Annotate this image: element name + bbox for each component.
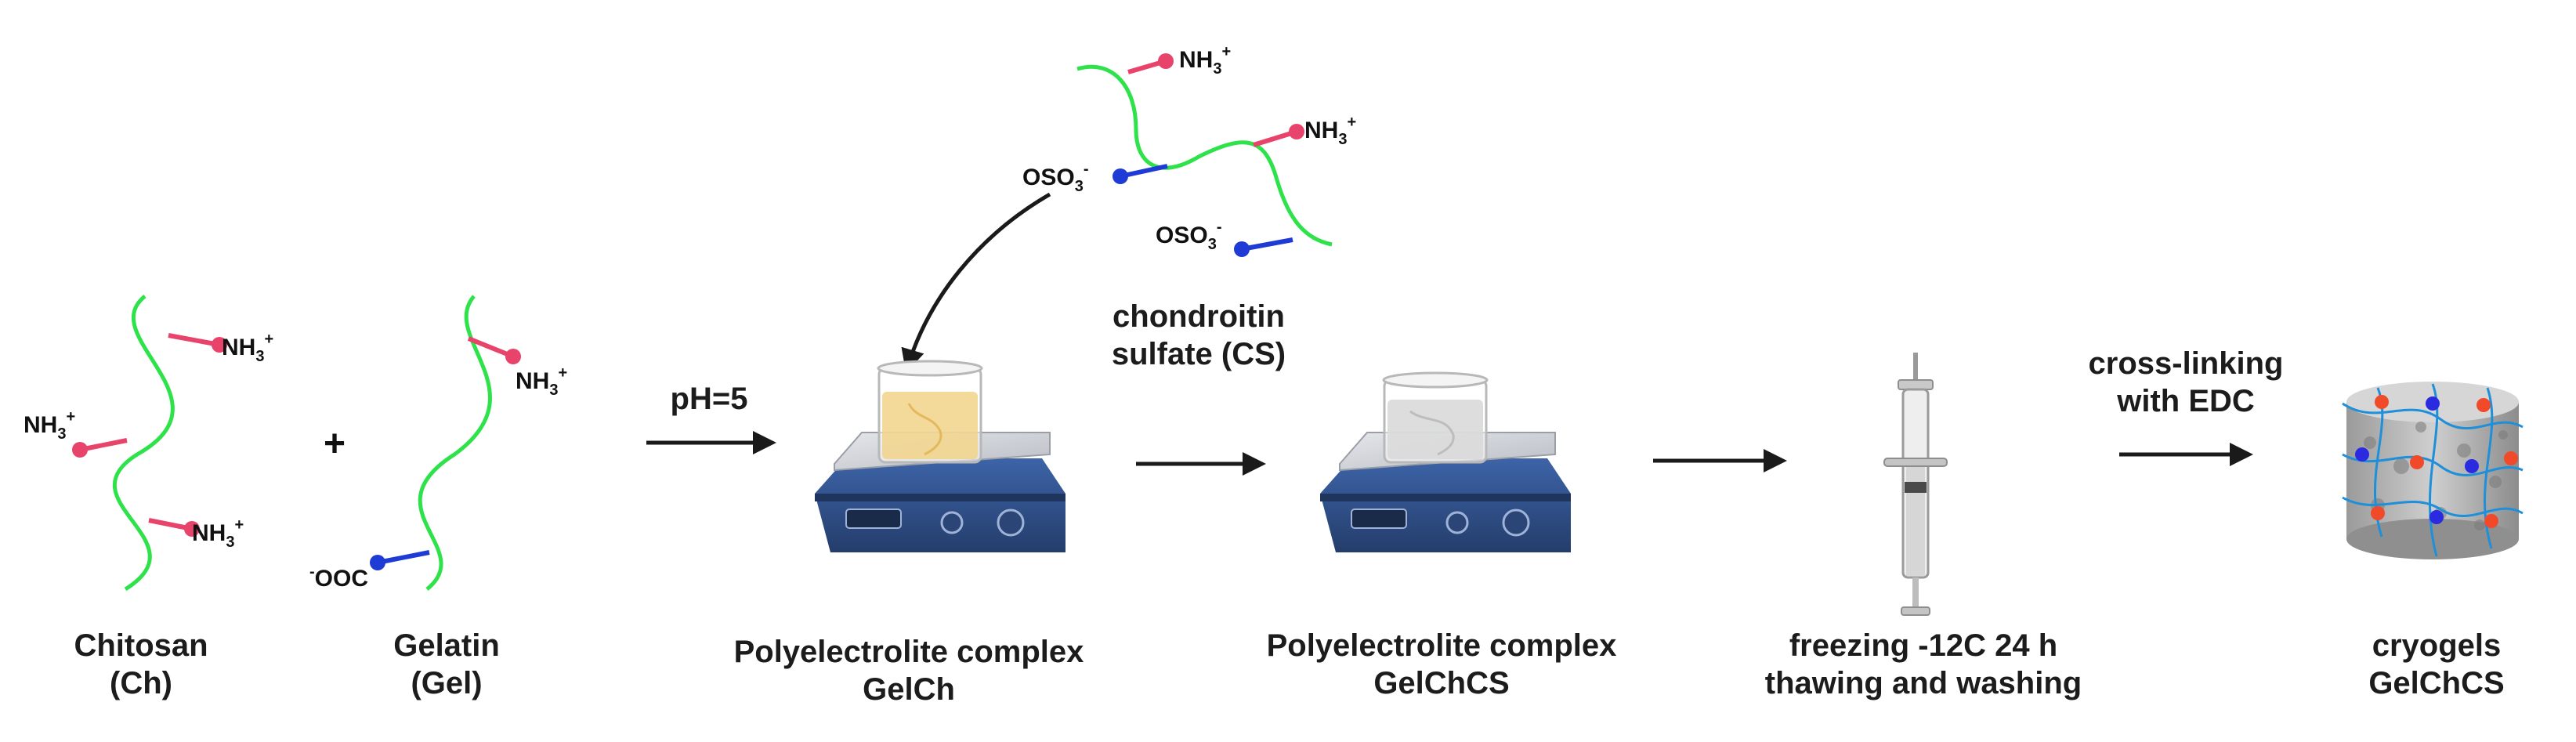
chondroitin-sulfate-molecule: NH3+ NH3+ OSO3- OSO3- [1022, 43, 1356, 257]
nh3-label: NH3+ [222, 331, 273, 365]
cs-sulfate-arm-1 [1120, 164, 1168, 179]
gelatin-amine-bead [505, 349, 521, 364]
stirrer-body [815, 458, 1065, 552]
gelatin-carboxyl-bead [370, 555, 385, 570]
magnetic-stirrer-beaker-icon [1320, 371, 1571, 552]
arrow-cs-addition [901, 192, 1051, 373]
beaker-gelch [877, 360, 983, 464]
ph-condition-label: pH=5 [670, 382, 748, 416]
nh3-label: NH3+ [24, 408, 75, 443]
chitosan-backbone [112, 295, 175, 592]
cs-backbone [1076, 64, 1333, 247]
gelatin-amine-arm [467, 336, 515, 359]
nh3-label: NH3+ [1179, 43, 1231, 78]
plus-sign: + [324, 423, 346, 465]
nh3-label: NH3+ [1304, 114, 1356, 148]
beaker-gelchcs [1382, 371, 1489, 464]
magnetic-stirrer-beaker-icon [815, 360, 1065, 552]
chitosan-label: Chitosan(Ch) [74, 628, 208, 700]
oso3-label: OSO3- [1156, 219, 1221, 253]
nh3-label: NH3+ [192, 516, 244, 551]
gelatin-backbone [418, 295, 492, 591]
chitosan-molecule: NH3+ NH3+ NH3+ [24, 295, 273, 592]
oso3-label: OSO3- [1022, 161, 1088, 195]
cs-amine-bead-1 [1158, 53, 1174, 69]
gelatin-carboxyl-arm [377, 550, 430, 565]
chitosan-amine-arm-2 [79, 438, 128, 452]
cs-sulfate-bead-1 [1113, 168, 1128, 184]
chitosan-amine-arm-1 [168, 333, 220, 347]
syringe-icon [1883, 353, 1948, 616]
nh3-label: NH3+ [516, 364, 567, 399]
chitosan-amine-bead-1 [212, 337, 227, 353]
ooc-label: -OOC [309, 563, 368, 592]
cryogel-cylinder-icon [2342, 382, 2524, 559]
cs-sulfate-arm-2 [1241, 237, 1293, 252]
gelatin-molecule: NH3+ -OOC [309, 295, 567, 592]
gelatin-label: Gelatin(Gel) [393, 628, 500, 700]
chitosan-amine-bead-2 [72, 442, 88, 458]
chitosan-amine-bead-3 [184, 521, 200, 537]
cs-amine-bead-2 [1289, 124, 1304, 139]
cs-sulfate-bead-2 [1234, 241, 1250, 257]
